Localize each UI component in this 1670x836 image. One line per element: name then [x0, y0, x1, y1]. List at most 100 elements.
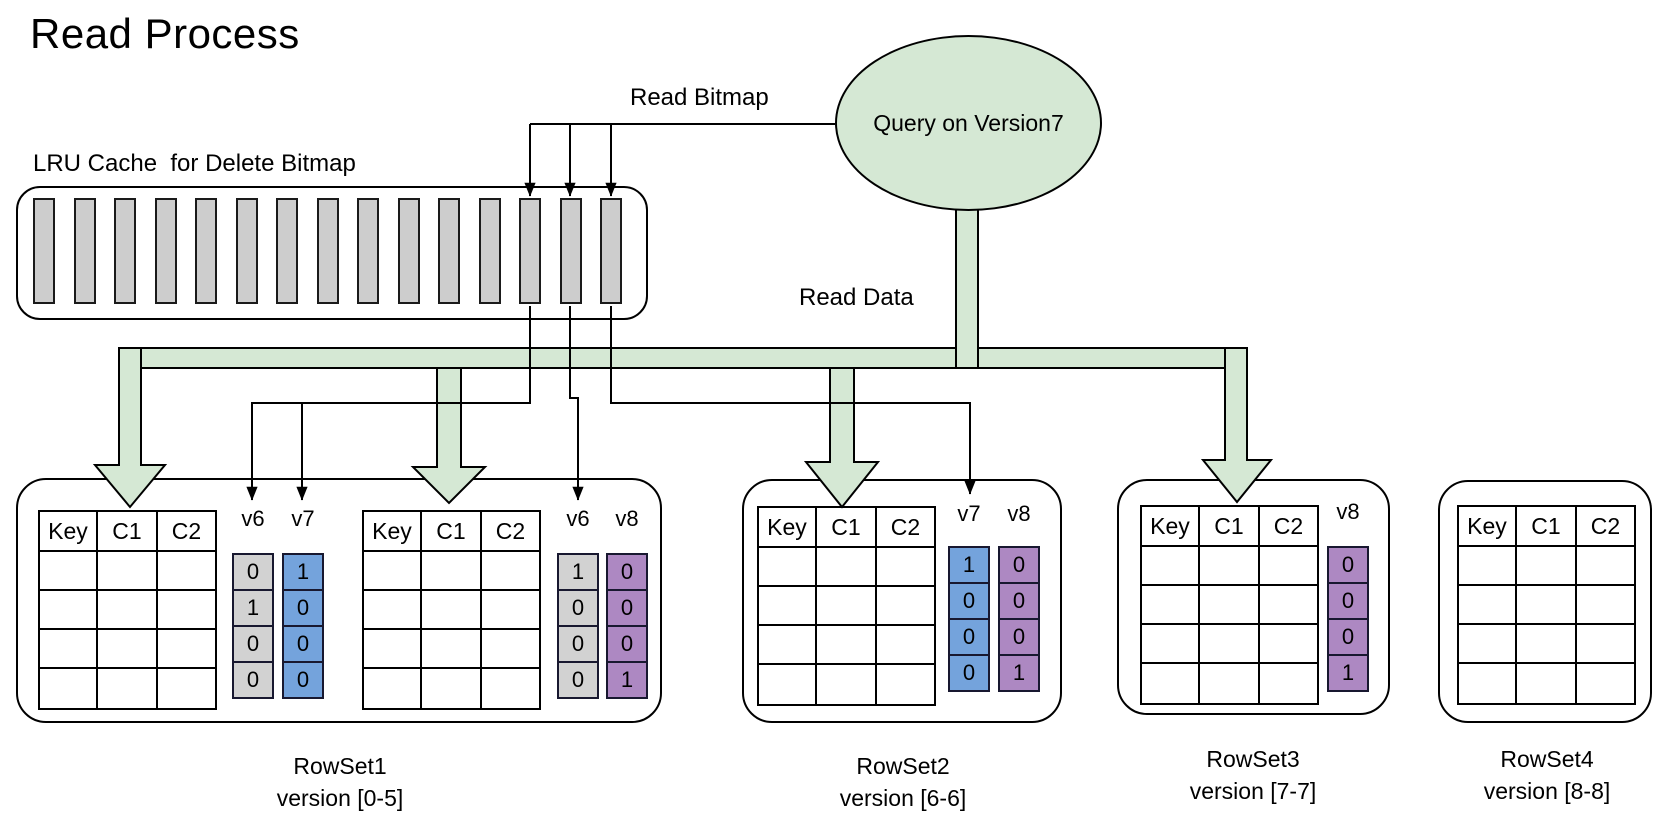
- table-cell: [1517, 625, 1577, 664]
- bitmap-cell-gray: 0: [557, 661, 599, 699]
- table-header-cell: Key: [1142, 507, 1200, 547]
- table-cell: [158, 591, 215, 630]
- table-cell: [422, 630, 482, 669]
- table-cell: [98, 630, 158, 669]
- table-cell: [817, 626, 877, 665]
- table-header-cell: C2: [158, 512, 215, 552]
- table-cell: [482, 591, 539, 630]
- table-cell: [1459, 547, 1517, 586]
- bitmap-wire-rowset1-v6: [246, 306, 531, 501]
- bitmap-cell-blue: 1: [948, 546, 990, 584]
- lru-slot: [478, 198, 501, 304]
- bitmap-cell-gray: 0: [557, 625, 599, 663]
- table-cell: [364, 669, 422, 708]
- rowset-version-label: version [7-7]: [1189, 778, 1317, 804]
- table-header-cell: C1: [1200, 507, 1260, 547]
- bitmap-cell-purple: 0: [606, 553, 648, 591]
- bitmap-cell-purple: 0: [998, 546, 1040, 584]
- table-cell: [422, 669, 482, 708]
- bitmap-cell-purple: 0: [1327, 618, 1369, 656]
- lru-slot: [235, 198, 258, 304]
- table-header-cell: C1: [1517, 507, 1577, 547]
- bitmap-wire-rowset1b-v6: [569, 306, 584, 501]
- bitmap-cell-gray: 0: [232, 553, 274, 591]
- table-cell: [40, 630, 98, 669]
- table-cell: [98, 669, 158, 708]
- lru-slot: [600, 198, 622, 304]
- rowset-name-label: RowSet1: [293, 753, 387, 779]
- table-cell: [1577, 625, 1634, 664]
- table-cell: [1577, 664, 1634, 703]
- rowset-version-label: version [0-5]: [276, 785, 404, 811]
- table-cell: [1517, 586, 1577, 625]
- rowset-name-label: RowSet3: [1206, 746, 1300, 772]
- lru-slot: [559, 198, 582, 304]
- table-cell: [1260, 586, 1317, 625]
- bitmap-cell-blue: 1: [282, 553, 324, 591]
- read-bitmap-edge-label: Read Bitmap: [630, 84, 769, 111]
- bitmap-cell-purple: 0: [998, 582, 1040, 620]
- lru-slot: [438, 198, 460, 304]
- lru-slot: [316, 198, 339, 304]
- bitmap-cell-purple: 1: [606, 661, 648, 699]
- table-cell: [422, 552, 482, 591]
- read-data-edge-label: Read Data: [799, 284, 914, 311]
- table-header-cell: C2: [1260, 507, 1317, 547]
- table-cell: [1142, 664, 1200, 703]
- table-header-cell: C1: [817, 508, 877, 548]
- table-cell: [158, 669, 215, 708]
- table-cell: [1142, 547, 1200, 586]
- table-cell: [1517, 664, 1577, 703]
- table-cell: [759, 587, 817, 626]
- table-cell: [1459, 664, 1517, 703]
- lru-slot: [154, 198, 177, 304]
- table-cell: [364, 630, 422, 669]
- lru-slot: [195, 198, 217, 304]
- bitmap-cell-blue: 0: [282, 589, 324, 627]
- table-cell: [482, 552, 539, 591]
- table-cell: [877, 548, 934, 587]
- table-cell: [482, 630, 539, 669]
- bitmap-cell-purple: 0: [606, 625, 648, 663]
- table-cell: [1200, 586, 1260, 625]
- bitmap-cell-gray: 0: [557, 589, 599, 627]
- bitmap-cell-gray: 0: [232, 661, 274, 699]
- bitmap-cell-purple: 0: [1327, 582, 1369, 620]
- bitmap-cell-purple: 1: [1327, 654, 1369, 692]
- bitmap-version-label: v8: [1007, 501, 1031, 526]
- table-cell: [40, 591, 98, 630]
- bitmap-version-label: v6: [566, 506, 590, 531]
- table-header-cell: C1: [422, 512, 482, 552]
- table-cell: [1577, 586, 1634, 625]
- table-cell: [1200, 625, 1260, 664]
- bitmap-version-label: v8: [1336, 499, 1360, 524]
- table-header-cell: Key: [759, 508, 817, 548]
- read-data-pipe-trunk: [955, 199, 979, 369]
- query-node: Query on Version7: [835, 35, 1102, 211]
- table-cell: [422, 591, 482, 630]
- table-cell: [364, 591, 422, 630]
- lru-slot: [276, 198, 298, 304]
- table-cell: [1517, 547, 1577, 586]
- table-cell: [759, 548, 817, 587]
- lru-cache-label: LRU Cache for Delete Bitmap: [33, 150, 356, 177]
- table-cell: [759, 665, 817, 704]
- rowset-name-label: RowSet2: [856, 753, 950, 779]
- table-cell: [40, 552, 98, 591]
- table-cell: [482, 669, 539, 708]
- table-cell: [1142, 586, 1200, 625]
- bitmap-version-label: v7: [957, 501, 981, 526]
- table-cell: [98, 552, 158, 591]
- bitmap-cell-purple: 0: [606, 589, 648, 627]
- read-data-pipe-band: [118, 347, 1248, 369]
- lru-slot: [397, 198, 420, 304]
- rowset-version-label: version [8-8]: [1483, 778, 1611, 804]
- bitmap-cell-gray: 0: [232, 625, 274, 663]
- query-node-label: Query on Version7: [873, 109, 1064, 136]
- page-title: Read Process: [30, 10, 300, 57]
- lru-slot: [519, 198, 541, 304]
